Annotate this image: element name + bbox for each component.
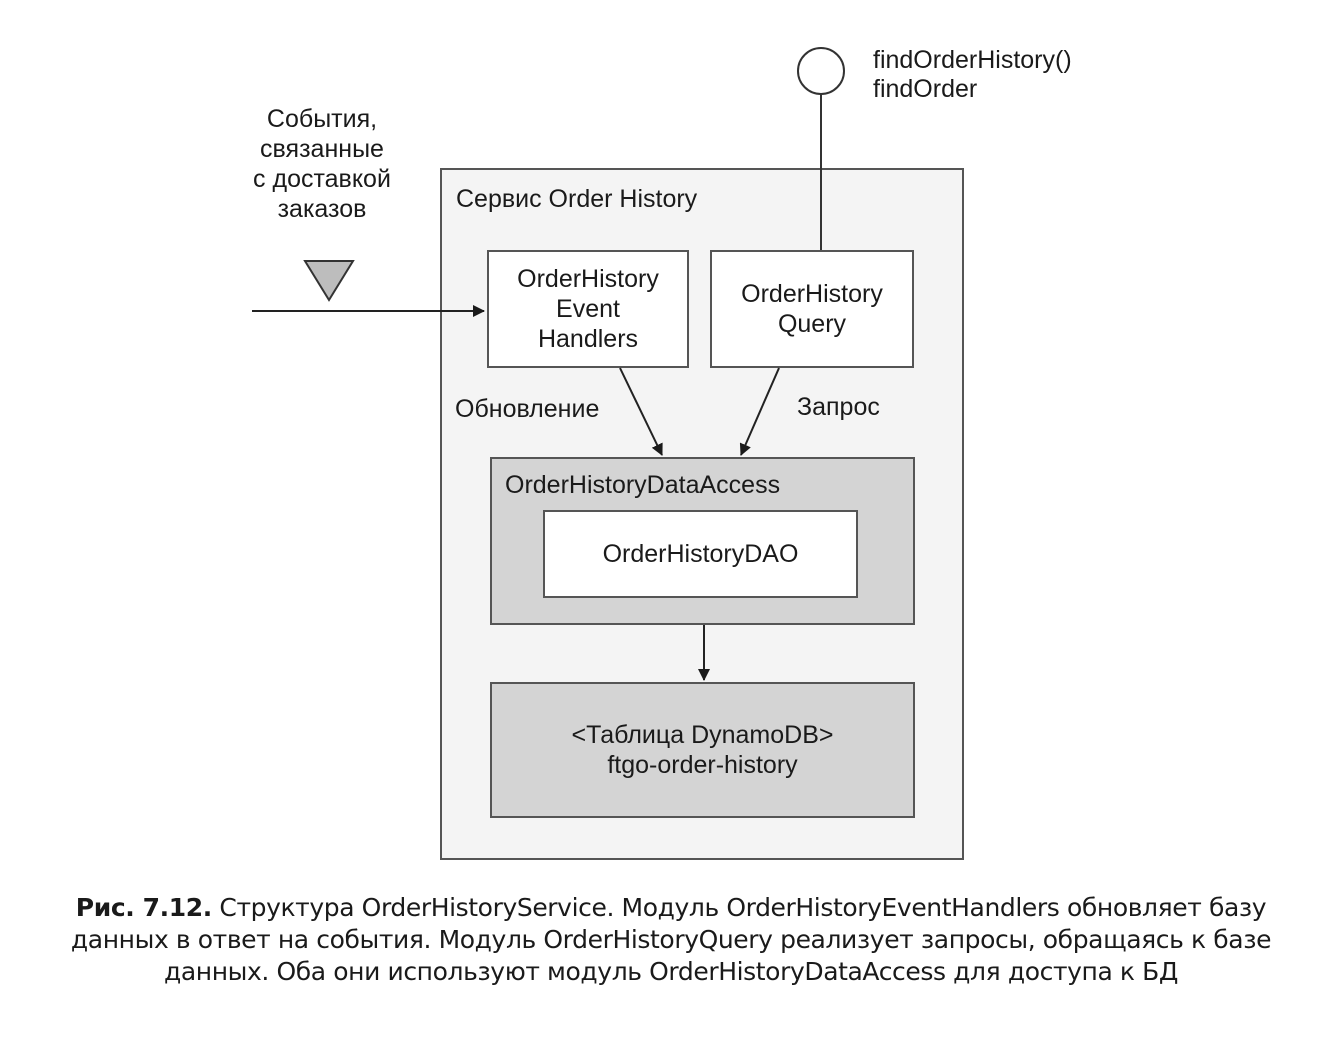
update-label: Обновление — [455, 395, 600, 423]
api-label: findOrderHistory() findOrder — [873, 46, 1072, 103]
figure-number: Рис. 7.12. — [75, 893, 212, 922]
event-handlers-box: OrderHistory Event Handlers — [487, 250, 689, 368]
event-channel-triangle-icon — [303, 260, 355, 302]
service-title: Сервис Order History — [456, 185, 698, 213]
interface-circle-icon — [797, 47, 845, 95]
dynamodb-table-label: <Таблица DynamoDB> — [571, 721, 834, 749]
query-label: OrderHistory Query — [741, 280, 883, 338]
request-label: Запрос — [797, 393, 880, 421]
dao-box: OrderHistoryDAO — [543, 510, 858, 598]
update-arrow — [619, 367, 663, 456]
request-arrow — [739, 367, 780, 456]
dynamodb-table-name: ftgo-order-history — [607, 751, 798, 779]
figure-caption: Рис. 7.12. Структура OrderHistoryService… — [40, 892, 1302, 988]
data-access-label: OrderHistoryDataAccess — [505, 471, 781, 499]
query-box: OrderHistory Query — [710, 250, 914, 368]
dynamodb-table-box: <Таблица DynamoDB> ftgo-order-history — [490, 682, 915, 818]
caption-text: Структура OrderHistoryService. Модуль Or… — [70, 893, 1272, 986]
event-handlers-label: OrderHistory Event Handlers — [517, 265, 659, 353]
events-label: События, связанные с доставкой заказов — [253, 105, 391, 223]
dao-label: OrderHistoryDAO — [602, 540, 799, 568]
